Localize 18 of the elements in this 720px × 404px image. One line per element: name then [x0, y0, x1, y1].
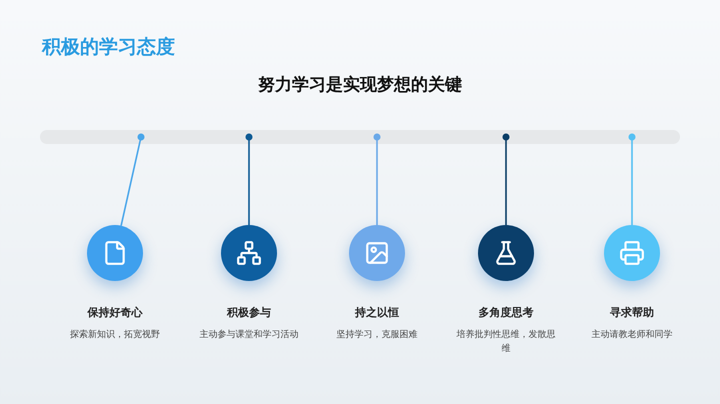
slide-title: 积极的学习态度 [42, 36, 175, 60]
connector-line [502, 134, 510, 225]
connector-line [628, 134, 636, 225]
item-heading: 寻求帮助 [610, 306, 654, 321]
item-description: 探索新知识，拓宽视野 [69, 328, 161, 340]
timeline-bar [40, 130, 680, 144]
connector-line [374, 134, 380, 225]
item-heading: 持之以恒 [355, 306, 399, 321]
subtitle: 努力学习是实现梦想的关键 [257, 74, 463, 96]
item-description: 主动请教老师和同学 [590, 328, 674, 340]
connector-line [246, 134, 252, 225]
item-heading: 保持好奇心 [88, 306, 142, 321]
item-description: 主动参与课堂和学习活动 [199, 328, 299, 340]
item-heading: 多角度思考 [478, 306, 534, 321]
item-description: 培养批判性思维，发散思维 [456, 328, 556, 354]
item-description: 坚持学习，克服困难 [336, 328, 418, 340]
item-heading: 积极参与 [227, 306, 271, 321]
connector-line [120, 134, 144, 226]
